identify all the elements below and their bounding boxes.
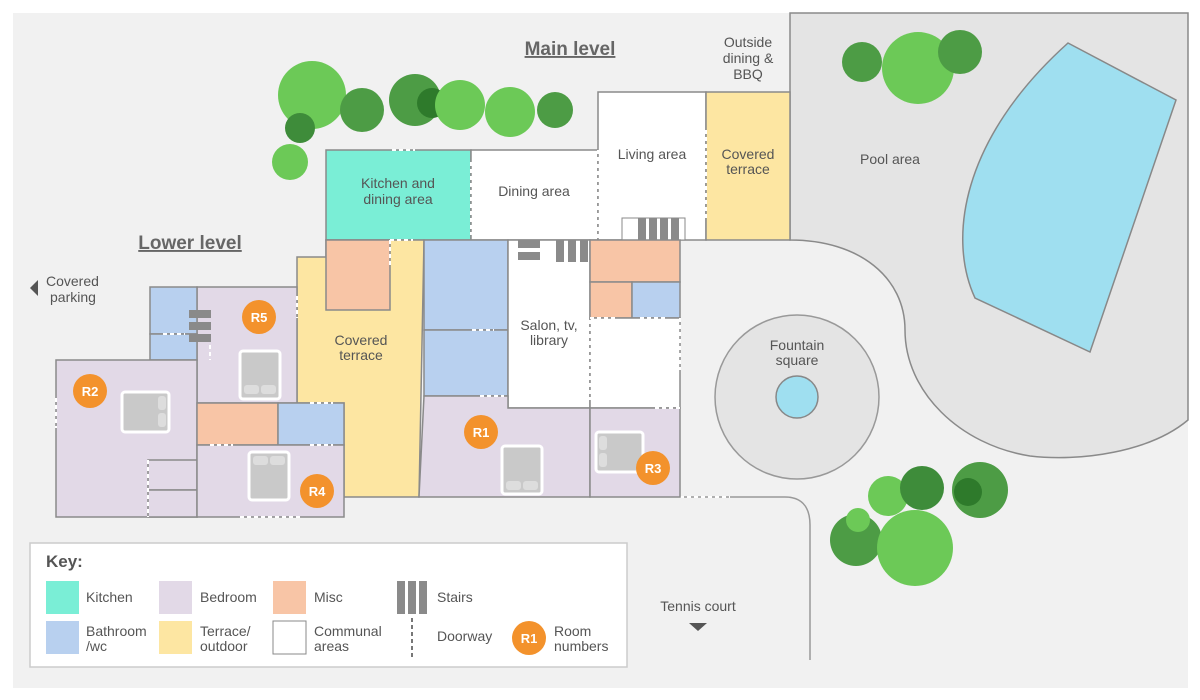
living-room (597, 91, 707, 241)
kitchen-label: dining area (363, 191, 432, 207)
room-marker-r4: R4 (300, 474, 334, 508)
misc-room (589, 239, 681, 283)
salon-room (507, 239, 591, 409)
tennis-court-label: Tennis court (660, 598, 736, 614)
stairs-r5 (189, 310, 211, 342)
stairs-main (621, 217, 686, 241)
swatch-bathroom (46, 621, 79, 654)
svg-text:R5: R5 (251, 310, 268, 325)
bbq-label: Outside (724, 34, 772, 50)
legend-stairs: Stairs (437, 589, 473, 605)
legend-room-numbers: numbers (554, 638, 608, 654)
bbq-label: dining & (723, 50, 774, 66)
legend-marker-sample: R1 (521, 631, 538, 646)
stairs-icon (397, 581, 427, 614)
terrace-label: terrace (726, 161, 770, 177)
doorways (55, 130, 707, 518)
legend-doorway: Doorway (437, 628, 492, 644)
fountain (775, 375, 819, 419)
legend-bathroom: /wc (86, 638, 107, 654)
legend-terrace: outdoor (200, 638, 248, 654)
kitchen-label: Kitchen and (361, 175, 435, 191)
room-marker-icon (512, 621, 546, 655)
terrace-label: terrace (339, 347, 383, 363)
legend: Key: Kitchen Bedroom Misc Stairs Bathroo… (29, 542, 628, 668)
bed-icon (500, 444, 544, 496)
main-level-title: Main level (525, 39, 616, 60)
bed-icon (594, 430, 645, 474)
legend-bedroom: Bedroom (200, 589, 257, 605)
living-label: Living area (618, 146, 687, 162)
covered-terrace-main (705, 91, 791, 241)
room-marker-r3: R3 (636, 451, 670, 485)
salon-label: Salon, tv, (520, 317, 577, 333)
legend-bathroom: Bathroom (86, 623, 147, 639)
bed-icon (238, 349, 282, 401)
salon-label: library (530, 332, 568, 348)
misc-room (325, 239, 391, 311)
terrace-label: Covered (335, 332, 388, 348)
legend-title: Key: (46, 552, 83, 571)
bathroom (631, 281, 681, 319)
bed-icon (120, 390, 171, 434)
bathroom (277, 402, 345, 446)
closet (147, 459, 198, 491)
swatch-communal (272, 620, 307, 655)
legend-communal: Communal (314, 623, 382, 639)
pool-area-label: Pool area (860, 151, 920, 167)
misc-room (589, 281, 633, 319)
lower-level-title: Lower level (138, 233, 242, 254)
room-marker-r1: R1 (464, 415, 498, 449)
arrow-left-icon (30, 280, 38, 296)
fountain-label: Fountain (770, 337, 824, 353)
legend-kitchen: Kitchen (86, 589, 133, 605)
terrace-label: Covered (722, 146, 775, 162)
trees-bottom-right (830, 462, 1008, 586)
swatch-misc (273, 581, 306, 614)
closet (147, 489, 198, 518)
bed-icon (247, 450, 291, 502)
pool (961, 42, 1177, 354)
svg-text:R2: R2 (82, 384, 99, 399)
parking-label: parking (50, 289, 96, 305)
room-marker-r2: R2 (73, 374, 107, 408)
legend-misc: Misc (314, 589, 343, 605)
fountain-label: square (776, 352, 819, 368)
dining-label: Dining area (498, 183, 570, 199)
swatch-terrace (159, 621, 192, 654)
svg-text:R3: R3 (645, 461, 662, 476)
svg-text:R1: R1 (473, 425, 490, 440)
legend-communal: areas (314, 638, 349, 654)
dining-room (470, 149, 599, 241)
misc-room (196, 402, 279, 446)
room-marker-r5: R5 (242, 300, 276, 334)
stairs-lower (518, 240, 588, 262)
trees-top-right (842, 30, 982, 104)
bbq-label: BBQ (733, 66, 763, 82)
swatch-kitchen (46, 581, 79, 614)
trees-top-left (272, 61, 573, 180)
svg-text:R4: R4 (309, 484, 326, 499)
driveway-edge (680, 496, 811, 660)
arrow-down-icon (689, 623, 707, 631)
communal-room (589, 317, 681, 409)
swatch-bedroom (159, 581, 192, 614)
parking-label: Covered (46, 273, 99, 289)
legend-room-numbers: Room (554, 623, 591, 639)
bathroom (423, 239, 509, 331)
legend-terrace: Terrace/ (200, 623, 251, 639)
bathroom (423, 329, 509, 397)
